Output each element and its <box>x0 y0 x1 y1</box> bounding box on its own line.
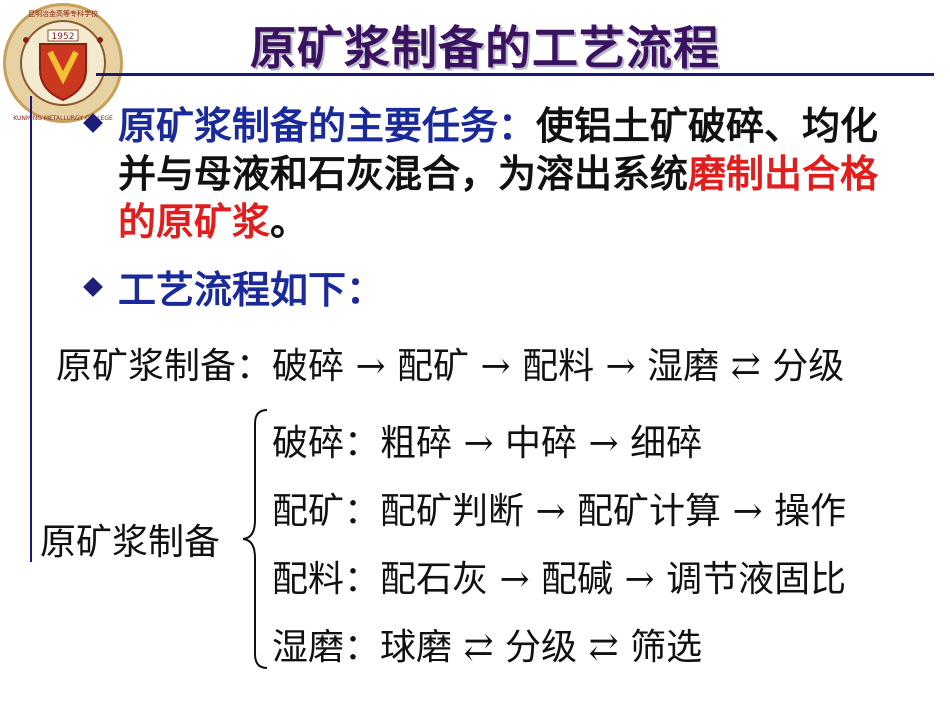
diamond-bullet-icon <box>83 277 103 297</box>
brace-icon <box>242 409 268 669</box>
title-underline <box>96 73 934 76</box>
diagram-root: 原矿浆制备 <box>40 522 221 563</box>
bullet-flow-label: 工艺流程如下： <box>118 268 385 312</box>
bullet-task: 原矿浆制备的主要任务：使铝土矿破碎、均化并与母液和石灰混合，为溶出系统磨制出合格… <box>83 102 906 246</box>
left-vertical-rule <box>30 96 32 562</box>
bullet-task-text: 使铝土矿破碎、均化并与母液和石灰混合，为溶出系统 <box>118 104 879 196</box>
bullet-task-label: 原矿浆制备的主要任务： <box>118 104 537 148</box>
bullet-task-highlight: 磨制出合格的原矿浆 <box>118 152 879 244</box>
college-logo: 1952 昆明冶金高等专科学校 KUNMING METALLURGY COLLE… <box>3 3 123 123</box>
logo-ring-text: KUNMING METALLURGY COLLEGE <box>13 115 113 122</box>
logo-year: 1952 <box>52 32 75 42</box>
bullet-flow: 工艺流程如下： <box>83 266 906 314</box>
logo-top-text: 昆明冶金高等专科学校 <box>28 9 98 18</box>
diagram-branch-wet-grinding: 湿磨：球磨 ⇄ 分级 ⇄ 筛选 <box>272 627 703 668</box>
bullet-task-end: 。 <box>270 200 309 244</box>
diamond-bullet-icon <box>83 113 103 133</box>
diagram-branch-crushing: 破碎：粗碎 → 中碎 → 细碎 <box>272 423 703 464</box>
flow-line: 原矿浆制备：破碎 → 配矿 → 配料 → 湿磨 ⇄ 分级 <box>56 346 845 387</box>
diagram-branch-ore-blending: 配矿：配矿判断 → 配矿计算 → 操作 <box>272 491 847 532</box>
diagram-branch-batching: 配料：配石灰 → 配碱 → 调节液固比 <box>272 559 847 600</box>
page-title: 原矿浆制备的工艺流程 <box>250 21 720 75</box>
